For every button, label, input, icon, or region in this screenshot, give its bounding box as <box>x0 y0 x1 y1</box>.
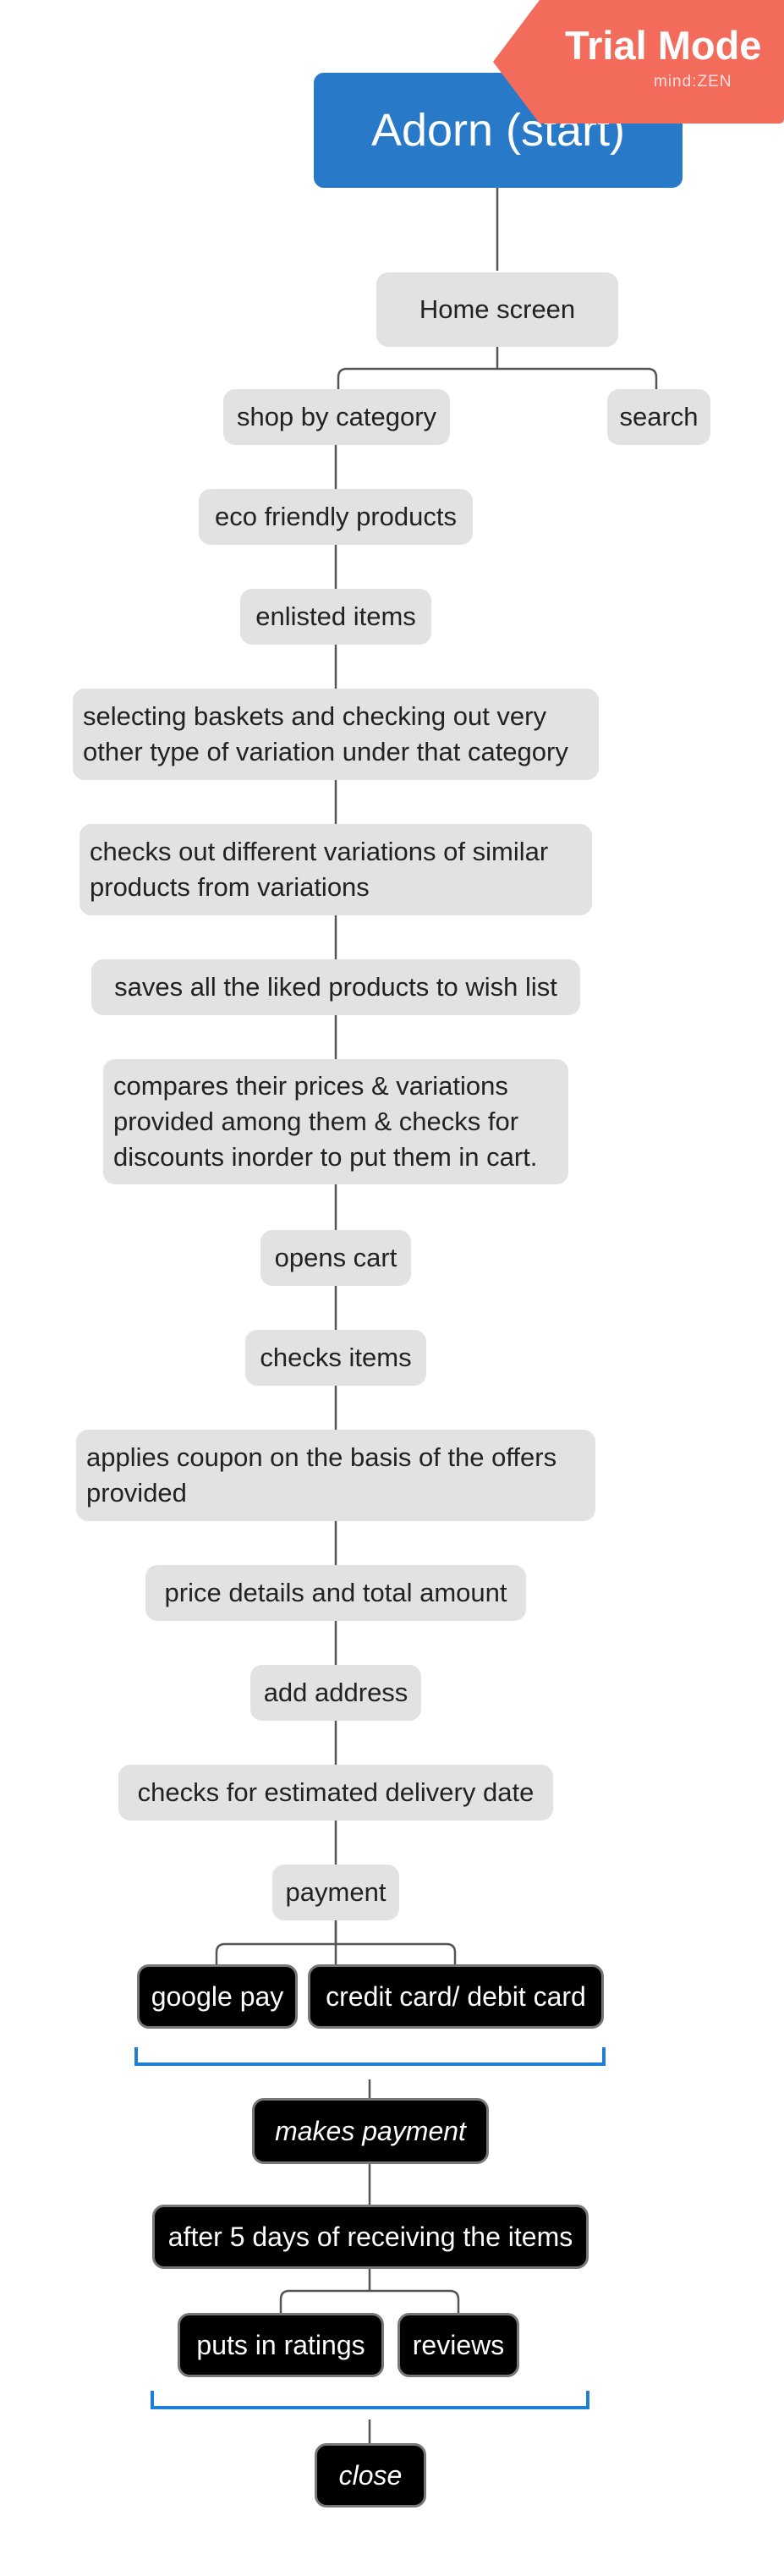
opens-cart-node: opens cart <box>260 1230 411 1286</box>
payment-node: payment <box>272 1865 399 1920</box>
after-five-days-node: after 5 days of receiving the items <box>152 2205 589 2269</box>
add-address-node: add address <box>250 1665 421 1721</box>
compares-prices-line-3: discounts inorder to put them in cart. <box>113 1142 538 1172</box>
compares-prices-line-1: compares their prices & variations <box>113 1071 508 1101</box>
google-pay-node: google pay <box>137 1964 298 2029</box>
trial-banner-shape <box>493 0 784 124</box>
reviews-node: reviews <box>397 2313 519 2377</box>
compares-prices-line-2: provided among them & checks for <box>113 1107 519 1136</box>
home-screen-node: Home screen <box>376 272 618 347</box>
checks-items-node: checks items <box>245 1330 426 1386</box>
applies-coupon-node: applies coupon on the basis of the offer… <box>76 1430 595 1521</box>
selecting-baskets-line-2: other type of variation under that categ… <box>83 737 568 766</box>
eco-friendly-products-node: eco friendly products <box>199 489 473 545</box>
checks-variations-node: checks out different variations of simil… <box>79 824 592 915</box>
enlisted-items-node: enlisted items <box>240 589 431 645</box>
trial-mode-label: Trial Mode <box>565 23 762 68</box>
close-node: close <box>315 2443 426 2507</box>
price-details-node: price details and total amount <box>145 1565 526 1621</box>
credit-debit-card-node: credit card/ debit card <box>308 1964 604 2029</box>
applies-coupon-line-1: applies coupon on the basis of the offer… <box>86 1442 557 1472</box>
shop-by-category-node: shop by category <box>223 389 450 445</box>
checks-variations-line-2: products from variations <box>90 872 370 902</box>
search-node: search <box>607 389 710 445</box>
puts-in-ratings-node: puts in ratings <box>178 2313 384 2377</box>
selecting-baskets-line-1: selecting baskets and checking out very <box>83 701 546 731</box>
compares-prices-node: compares their prices & variations provi… <box>103 1059 568 1184</box>
trial-mode-watermark: Trial Mode mind:ZEN <box>493 0 784 125</box>
selecting-baskets-node: selecting baskets and checking out very … <box>73 689 599 780</box>
applies-coupon-line-2: provided <box>86 1478 187 1508</box>
makes-payment-node: makes payment <box>252 2098 489 2164</box>
wish-list-node: saves all the liked products to wish lis… <box>91 959 580 1015</box>
mindzen-logo: mind:ZEN <box>654 73 732 91</box>
delivery-date-node: checks for estimated delivery date <box>118 1765 553 1821</box>
checks-variations-line-1: checks out different variations of simil… <box>90 837 549 866</box>
